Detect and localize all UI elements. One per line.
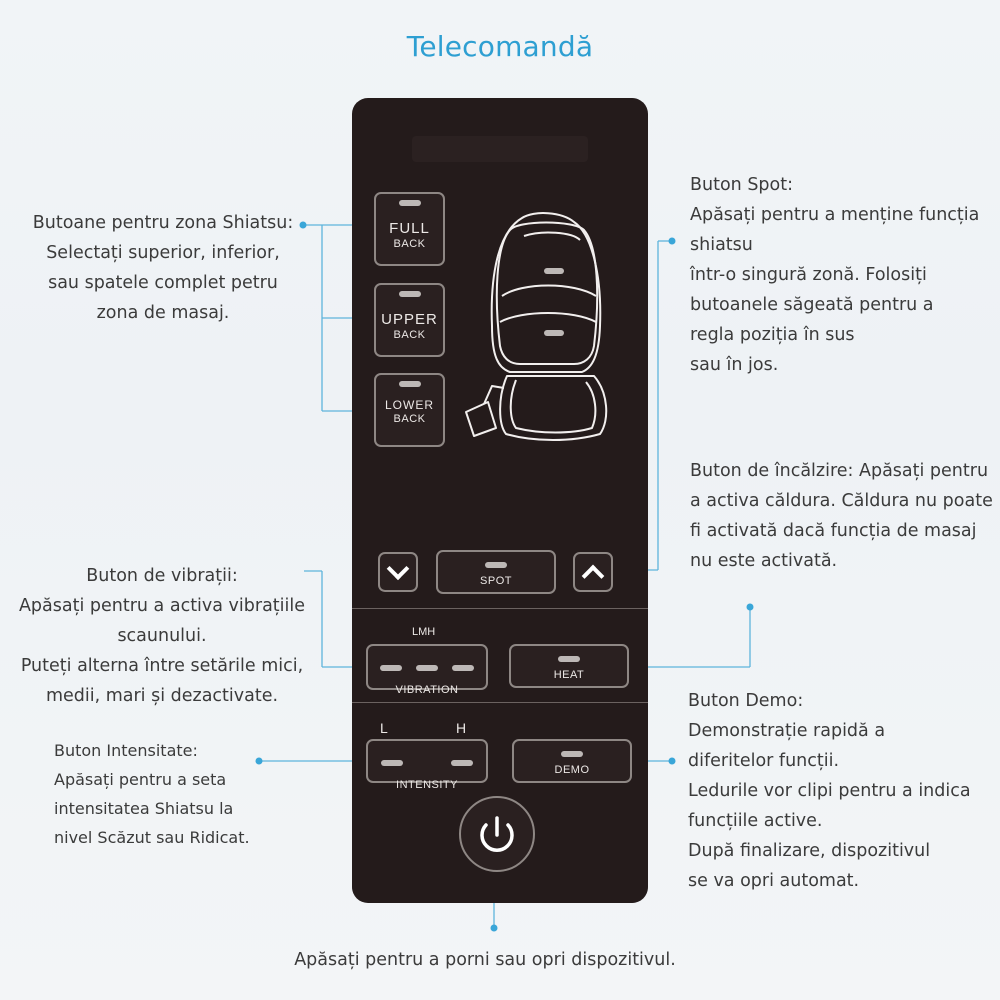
remote-control: FULL BACK UPPER BACK LOWER BACK SPO: [352, 98, 648, 903]
lower-back-led: [398, 381, 421, 387]
massage-chair-icon: [465, 212, 608, 441]
heat-annotation: Buton de încălzire: Apăsați pentru a act…: [690, 461, 993, 571]
page-title: Telecomandă: [406, 30, 594, 63]
vibration-led-high: [452, 665, 475, 671]
spot-annotation: Buton Spot: Apăsați pentru a menține fun…: [690, 175, 980, 375]
heat-button[interactable]: HEAT: [509, 644, 629, 688]
intensity-leds: [368, 750, 486, 771]
power-button[interactable]: [459, 796, 535, 872]
demo-annotation: Buton Demo: Demonstrație rapidă a diferi…: [688, 691, 971, 891]
upper-back-led: [398, 291, 421, 297]
demo-button[interactable]: DEMO: [512, 739, 632, 783]
shiatsu-zone-annotation: Butoane pentru zona Shiatsu: Selectați s…: [32, 213, 294, 323]
logo: [412, 136, 588, 162]
intensity-led-high: [451, 760, 473, 766]
intensity-led-low: [381, 760, 403, 766]
spot-button[interactable]: SPOT: [436, 550, 556, 594]
divider-bottom: [352, 702, 648, 703]
vibration-led-medium: [416, 665, 438, 671]
chevron-down-icon: [386, 557, 410, 581]
power-annotation: Apăsați pentru a porni sau opri dispozit…: [294, 950, 676, 970]
vibration-button[interactable]: VIBRATION: [366, 644, 488, 696]
lower-back-button[interactable]: LOWER BACK: [374, 373, 445, 447]
divider-top: [352, 608, 648, 609]
intensity-high-label: H: [456, 720, 467, 736]
heat-led: [558, 656, 580, 662]
intensity-button[interactable]: INTENSITY: [366, 739, 488, 791]
down-arrow-button[interactable]: [378, 552, 418, 592]
power-icon: [480, 816, 514, 852]
intensity-annotation: Buton Intensitate: Apăsați pentru a seta…: [54, 741, 250, 847]
up-arrow-button[interactable]: [573, 552, 613, 592]
lmh-label: LMH: [412, 626, 436, 638]
chevron-up-icon: [581, 564, 605, 588]
full-back-led: [398, 200, 421, 206]
demo-led: [561, 751, 583, 757]
full-back-button[interactable]: FULL BACK: [374, 192, 445, 266]
upper-back-button[interactable]: UPPER BACK: [374, 283, 445, 357]
spot-led: [485, 562, 507, 568]
intensity-low-label: L: [380, 720, 388, 736]
vibration-led-low: [379, 665, 402, 671]
vibration-annotation: Buton de vibrații: Apăsați pentru a acti…: [18, 566, 306, 706]
vibration-leds: [368, 655, 486, 676]
